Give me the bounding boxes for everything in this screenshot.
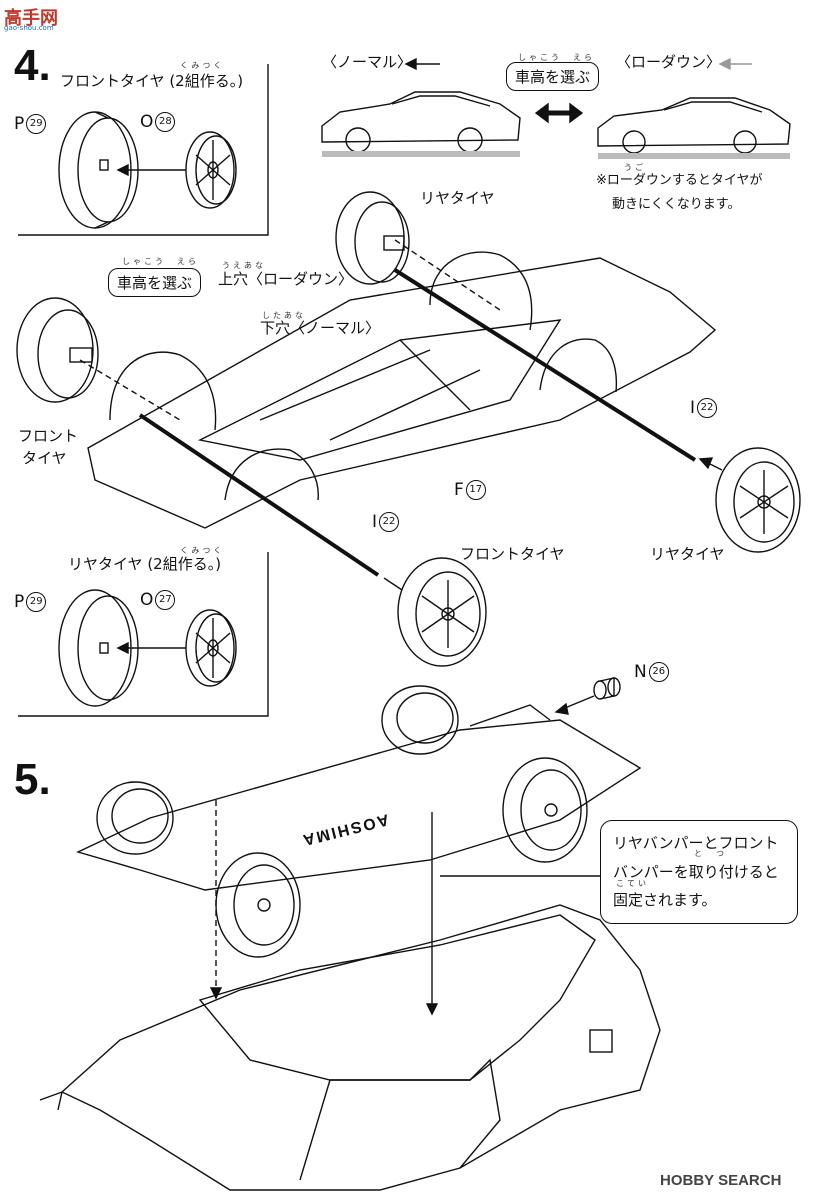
callout-line-3: 固定されます。 [613, 891, 717, 909]
tire-step5-back-left [96, 781, 174, 855]
lowdown-note-line1: ※ローダウンするとタイヤが [596, 173, 763, 188]
tire-front-left-drawing [16, 297, 99, 403]
part-letter: O [140, 112, 154, 132]
bumper-note-callout: リヤバンパーとフロント バンパーを取り付けると 固定されます。 [600, 820, 798, 924]
rear-tire-title: リヤタイヤ (2組作る。) [68, 555, 222, 573]
lowdown-note-ruby: うご [624, 163, 646, 172]
step-4-number: 4. [14, 41, 51, 90]
part-number: 22 [379, 512, 400, 532]
part-letter: I [690, 398, 696, 418]
tire-rear-top-drawing [335, 191, 410, 285]
front-tire-title: フロントタイヤ (2組作る。) [60, 72, 244, 90]
select-height-ruby: しゃこう えら [518, 53, 595, 62]
rear-tire-title-ruby: くみつく [180, 546, 225, 555]
upper-hole-ruby: うえあな [222, 261, 266, 270]
upper-hole-label: 上穴〈ローダウン〉 [218, 270, 354, 288]
part-number: 29 [26, 114, 47, 134]
select-height-ruby-2: しゃこう えら [122, 257, 199, 266]
lowdown-note-line2: 動きにくくなります。 [612, 197, 741, 212]
part-number: 22 [697, 398, 718, 418]
select-height-badge-2: 車高を選ぶ [108, 268, 202, 297]
callout-line-1: リヤバンパーとフロント [613, 834, 779, 852]
panel-border-rear-tires [18, 552, 269, 717]
lower-hole-ruby: したあな [262, 311, 306, 320]
arrow-axle-to-front-tire [383, 577, 403, 591]
tire-step5-front-right [502, 757, 588, 863]
hobby-search-logo: HOBBY SEARCH [660, 1172, 782, 1189]
tire-step5-back-right [381, 685, 459, 755]
watermark-logo: 高手网 [4, 8, 58, 28]
tire-front-bottom-drawing [397, 557, 487, 667]
part-letter: P [14, 114, 25, 134]
lowdown-label: 〈ローダウン〉 [616, 53, 722, 71]
part-letter: N [634, 662, 647, 682]
part-number: 27 [155, 590, 176, 610]
front-tire-label-line1: フロント [18, 427, 79, 445]
lower-hole-label: 下穴〈ノーマル〉 [260, 319, 381, 337]
wheel-o28-drawing [185, 131, 237, 209]
car-normal-drawing [321, 91, 521, 157]
front-tire-label-line2: タイヤ [22, 449, 67, 467]
callout-line-2: バンパーを取り付けると [613, 862, 779, 881]
part-letter: O [140, 590, 154, 610]
body-shell-drawing [39, 904, 661, 1191]
normal-label: 〈ノーマル〉 [322, 53, 413, 71]
watermark-url: gao-shou.com [4, 24, 54, 32]
select-height-badge: 車高を選ぶ [506, 62, 600, 91]
axle-i22-front [138, 413, 380, 577]
part-number: 26 [648, 662, 669, 682]
step-5-number: 5. [14, 755, 51, 804]
callout-ruby-2: と つ [694, 849, 727, 858]
part-number: 28 [155, 112, 176, 132]
part-number: 17 [465, 480, 486, 500]
part-letter: F [454, 480, 464, 500]
front-tire-label-bottom: フロントタイヤ [460, 545, 565, 563]
car-lowdown-drawing [597, 97, 791, 159]
part-number: 29 [26, 592, 47, 612]
tire-step5-front-left [215, 852, 301, 958]
part-letter: P [14, 592, 25, 612]
rear-tire-label-top: リヤタイヤ [420, 189, 495, 207]
part-n26-drawing [593, 677, 621, 700]
axle-i22-rear [393, 268, 697, 462]
tire-rear-right-drawing [715, 447, 801, 553]
panel-border-front-tires [18, 64, 269, 236]
chassis-step5-drawing [76, 704, 642, 891]
callout-ruby-3: こてい [616, 879, 649, 888]
rear-tire-label-bottom: リヤタイヤ [650, 545, 725, 563]
wheel-o27-drawing [185, 609, 237, 687]
part-letter: I [372, 512, 378, 532]
front-tire-title-ruby: くみつく [180, 61, 225, 70]
